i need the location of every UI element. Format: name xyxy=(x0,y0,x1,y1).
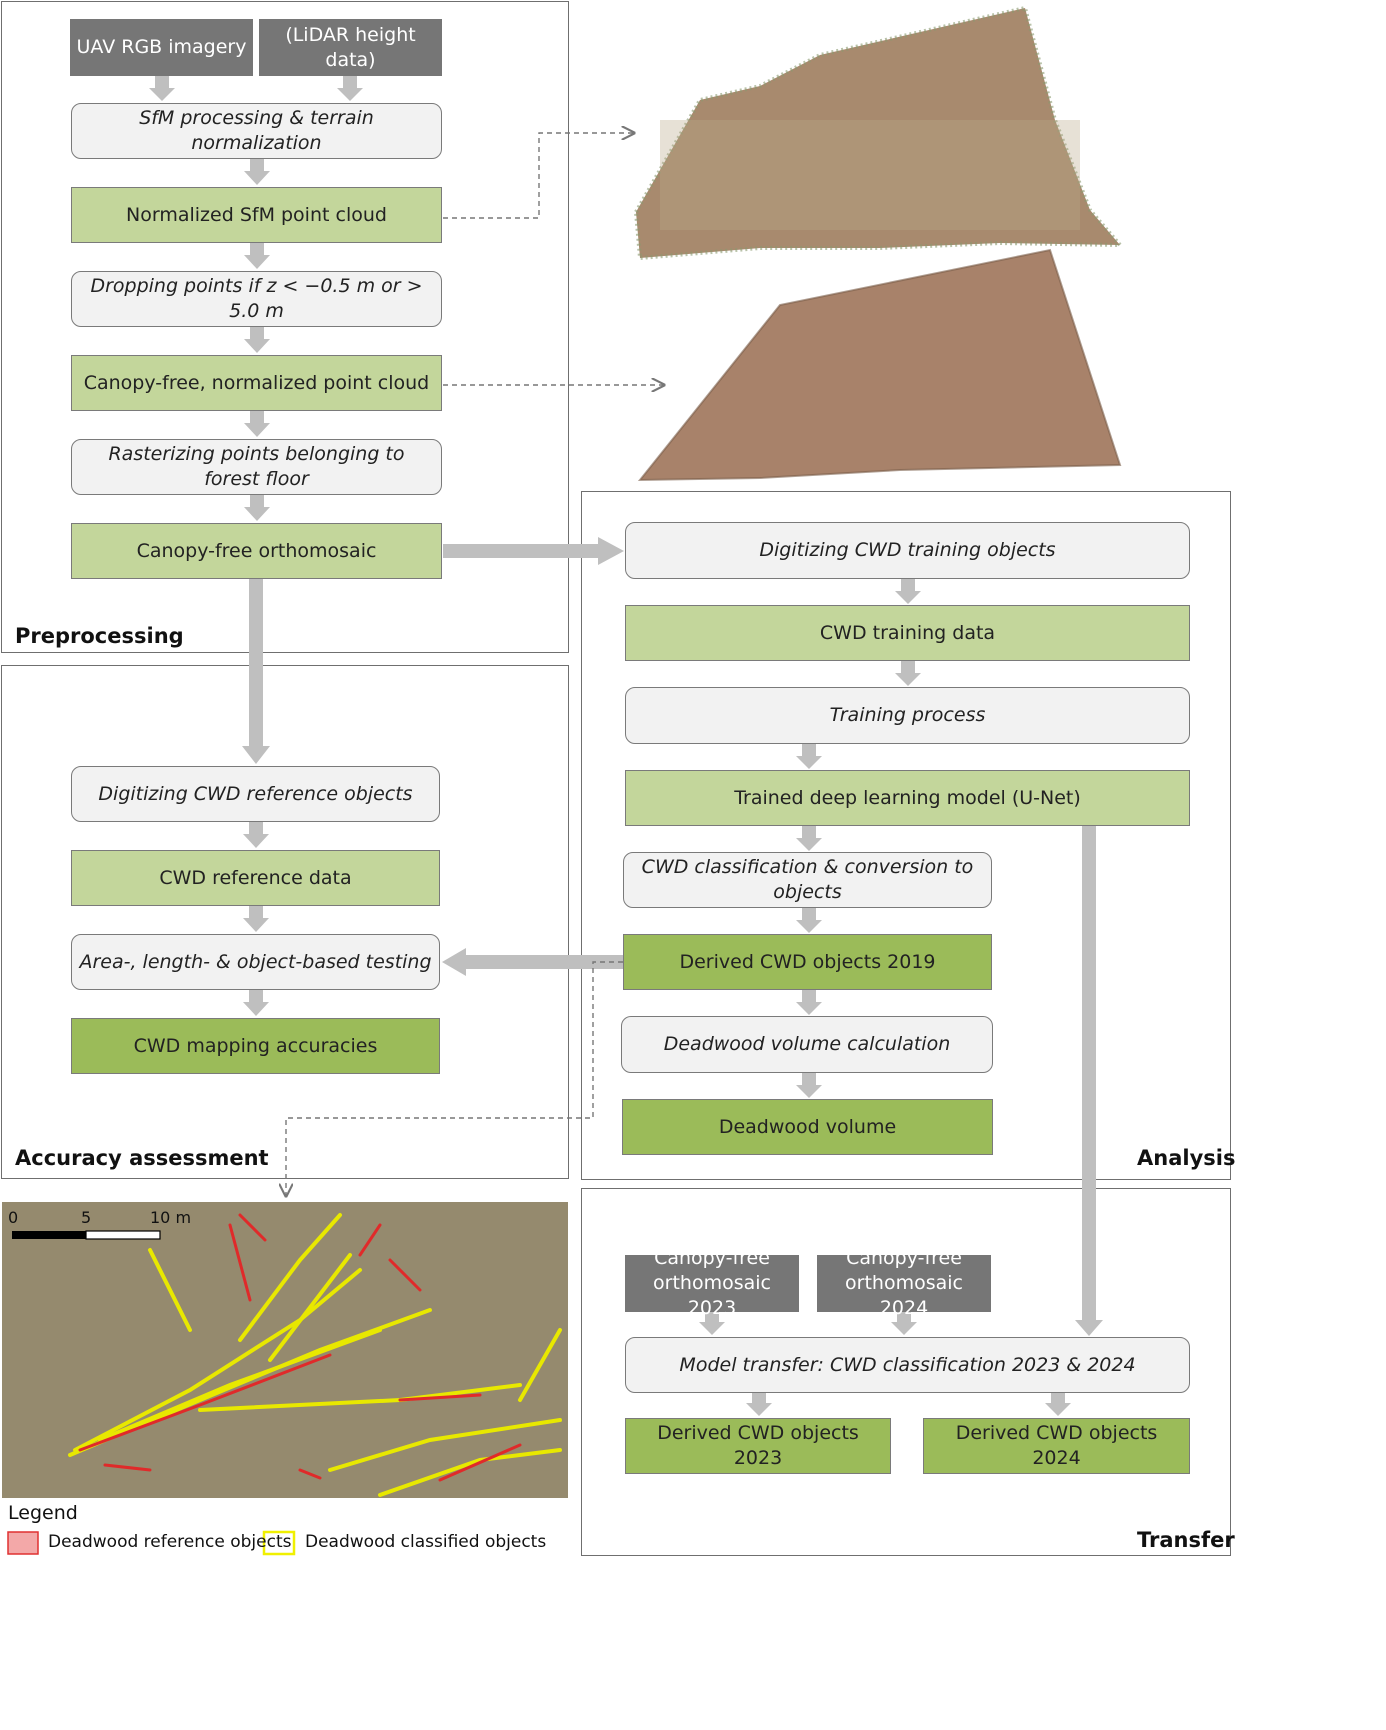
volume-calculation-box: Deadwood volume calculation xyxy=(621,1016,993,1073)
training-data-box: CWD training data xyxy=(625,605,1190,661)
canopy-free-point-cloud-image xyxy=(637,248,1122,482)
scale-label-0: 0 xyxy=(8,1208,19,1227)
derived-objects-2024-box: Derived CWD objects 2024 xyxy=(923,1418,1190,1474)
dashed-connectors xyxy=(286,133,664,1196)
canopy-free-point-cloud-box: Canopy-free, normalized point cloud xyxy=(71,355,442,411)
digitizing-training-box: Digitizing CWD training objects xyxy=(625,522,1190,579)
orthomosaic-2023-box: Canopy-free orthomosaic 2023 xyxy=(625,1247,799,1319)
gray-arrows xyxy=(149,76,1103,1416)
derived-objects-2019-box: Derived CWD objects 2019 xyxy=(623,934,992,990)
normalized-point-cloud-box: Normalized SfM point cloud xyxy=(71,187,442,243)
trained-model-box: Trained deep learning model (U-Net) xyxy=(625,770,1190,826)
scale-bar-light xyxy=(85,1230,161,1240)
legend-reference-label: Deadwood reference objects xyxy=(48,1532,292,1552)
classified-objects xyxy=(68,1213,562,1497)
scale-label-10m: 10 m xyxy=(150,1208,192,1227)
orthomosaic-2024-box: Canopy-free orthomosaic 2024 xyxy=(817,1247,991,1319)
sfm-processing-box: SfM processing & terrain normalization xyxy=(71,103,442,159)
deadwood-volume-box: Deadwood volume xyxy=(622,1099,993,1155)
analysis-title: Analysis xyxy=(1137,1146,1236,1170)
canopy-free-orthomosaic-box: Canopy-free orthomosaic xyxy=(71,523,442,579)
training-process-box: Training process xyxy=(625,687,1190,744)
transfer-panel xyxy=(581,1188,1231,1556)
scale-bar-dark xyxy=(12,1231,86,1239)
reference-objects xyxy=(78,1213,522,1482)
accuracy-panel xyxy=(1,665,569,1179)
model-transfer-box: Model transfer: CWD classification 2023 … xyxy=(625,1337,1190,1393)
dropping-points-box: Dropping points if z < −0.5 m or > 5.0 m xyxy=(71,271,442,327)
cwd-map-image xyxy=(2,1202,568,1498)
legend-classified-swatch xyxy=(262,1530,296,1556)
classification-box: CWD classification & conversion to objec… xyxy=(623,852,992,908)
orthomosaic-2023-line2: orthomosaic 2023 xyxy=(653,1272,771,1319)
scale-label-5: 5 xyxy=(81,1208,92,1227)
preprocessing-panel xyxy=(1,1,569,653)
orthomosaic-2024-line2: orthomosaic 2024 xyxy=(845,1272,963,1319)
orthomosaic-2024-line1: Canopy-free xyxy=(846,1247,962,1270)
testing-box: Area-, length- & object-based testing xyxy=(71,934,440,990)
rasterizing-box: Rasterizing points belonging to forest f… xyxy=(71,439,442,495)
accuracy-title: Accuracy assessment xyxy=(15,1146,269,1170)
transfer-title: Transfer xyxy=(1137,1528,1235,1552)
uav-imagery-box: UAV RGB imagery xyxy=(70,19,253,76)
lidar-data-box: (LiDAR height data) xyxy=(259,19,442,76)
canopy-point-cloud-image xyxy=(633,5,1125,261)
orthomosaic-2023-line1: Canopy-free xyxy=(654,1247,770,1270)
digitizing-reference-box: Digitizing CWD reference objects xyxy=(71,766,440,822)
preprocessing-title: Preprocessing xyxy=(15,624,184,648)
analysis-panel xyxy=(581,491,1231,1180)
legend-title: Legend xyxy=(8,1502,78,1524)
reference-data-box: CWD reference data xyxy=(71,850,440,906)
legend-reference-swatch xyxy=(7,1531,39,1555)
mapping-accuracies-box: CWD mapping accuracies xyxy=(71,1018,440,1074)
derived-objects-2023-box: Derived CWD objects 2023 xyxy=(625,1418,891,1474)
legend-classified-label: Deadwood classified objects xyxy=(305,1532,547,1552)
